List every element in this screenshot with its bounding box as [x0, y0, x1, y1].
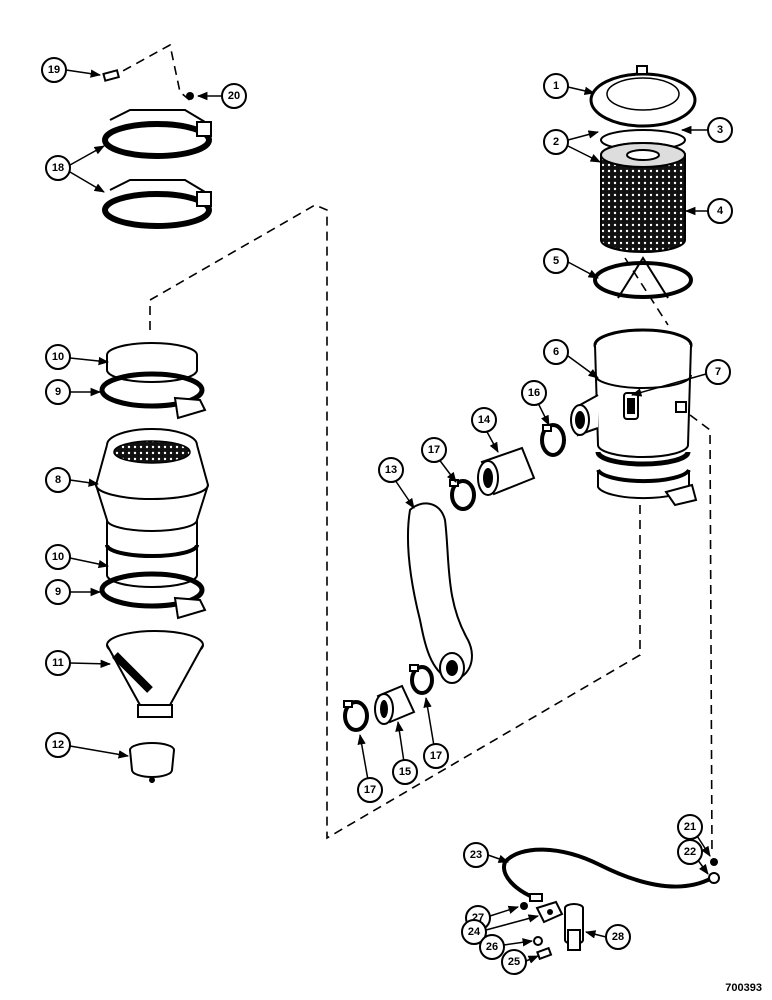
- part-5-seal-ring: [593, 256, 693, 299]
- svg-text:15: 15: [399, 766, 411, 778]
- callout-13: 13: [378, 457, 404, 483]
- svg-text:25: 25: [508, 956, 520, 968]
- svg-text:17: 17: [428, 444, 440, 456]
- part-6-air-cleaner-body: [570, 328, 698, 507]
- callout-17a: 17: [421, 437, 447, 463]
- callout-4: 4: [707, 198, 733, 224]
- callout-8: 8: [45, 467, 71, 493]
- part-11-dust-cup: [106, 630, 204, 718]
- callout-5: 5: [543, 248, 569, 274]
- svg-text:6: 6: [553, 346, 559, 358]
- part-19-screw: [102, 69, 121, 82]
- part-20-nut: [186, 92, 194, 100]
- callout-12: 12: [45, 732, 71, 758]
- callout-3: 3: [707, 117, 733, 143]
- part-22-fitting: [708, 872, 720, 884]
- svg-text:19: 19: [48, 64, 60, 76]
- svg-text:12: 12: [52, 739, 64, 751]
- callout-17b: 17: [357, 777, 383, 803]
- svg-text:24: 24: [468, 926, 481, 938]
- svg-text:5: 5: [553, 255, 559, 267]
- svg-text:13: 13: [385, 464, 397, 476]
- part-16-hose-clamp: [540, 423, 566, 457]
- part-15-hose-coupling: [374, 684, 416, 725]
- svg-text:20: 20: [228, 90, 240, 102]
- svg-text:26: 26: [486, 941, 498, 953]
- callout-14: 14: [471, 407, 497, 433]
- part-26-washer: [533, 936, 543, 946]
- svg-text:16: 16: [528, 387, 540, 399]
- svg-text:9: 9: [55, 586, 61, 598]
- svg-text:22: 22: [684, 846, 696, 858]
- callout-10a: 10: [45, 344, 71, 370]
- callout-15: 15: [392, 759, 418, 785]
- part-27-nut: [520, 902, 528, 910]
- part-9-upper-clamp: [99, 371, 207, 420]
- callout-16: 16: [521, 380, 547, 406]
- callout-22: 22: [677, 839, 703, 865]
- svg-text:17: 17: [364, 784, 376, 796]
- svg-text:23: 23: [470, 849, 482, 861]
- svg-text:9: 9: [55, 386, 61, 398]
- part-1-cover: [589, 65, 697, 128]
- callout-10b: 10: [45, 544, 71, 570]
- svg-text:21: 21: [684, 821, 696, 833]
- part-8-precleaner-body: [94, 428, 210, 588]
- drawing-number: 700393: [725, 982, 762, 994]
- part-25-bolt: [536, 946, 553, 961]
- callout-6: 6: [543, 339, 569, 365]
- callout-18: 18: [45, 155, 71, 181]
- callout-19: 19: [41, 57, 67, 83]
- callout-25: 25: [501, 949, 527, 975]
- callout-11: 11: [45, 650, 71, 676]
- svg-text:14: 14: [478, 414, 491, 426]
- svg-text:10: 10: [52, 551, 64, 563]
- svg-text:11: 11: [52, 657, 64, 669]
- part-9-lower-clamp: [99, 571, 207, 620]
- callout-26: 26: [479, 934, 505, 960]
- callout-28: 28: [605, 924, 631, 950]
- svg-text:2: 2: [553, 136, 559, 148]
- callout-17c: 17: [423, 743, 449, 769]
- callout-2: 2: [543, 129, 569, 155]
- svg-text:3: 3: [717, 124, 723, 136]
- svg-text:28: 28: [612, 931, 624, 943]
- part-17-top-clamp: [449, 479, 476, 511]
- callout-20: 20: [221, 83, 247, 109]
- leader-lines: [65, 69, 711, 964]
- svg-text:17: 17: [430, 750, 442, 762]
- part-13-elbow-hose: [407, 502, 473, 684]
- svg-text:4: 4: [717, 205, 724, 217]
- callout-23: 23: [463, 842, 489, 868]
- part-10-upper-seal-ring: [106, 342, 198, 383]
- assembly-dashed-lines: [109, 43, 713, 856]
- part-4-filter-element: [600, 142, 686, 253]
- part-17-middle-clamp: [409, 664, 434, 695]
- callout-24: 24: [461, 919, 487, 945]
- part-21-fitting: [710, 858, 718, 866]
- svg-text:7: 7: [715, 366, 721, 378]
- part-18-clamp-bands: [102, 109, 212, 229]
- part-23-indicator-tube: [502, 847, 713, 902]
- callout-9b: 9: [45, 579, 71, 605]
- svg-text:8: 8: [55, 474, 61, 486]
- part-24-bracket: [535, 900, 564, 924]
- callout-7: 7: [705, 359, 731, 385]
- callout-1: 1: [543, 73, 569, 99]
- part-17-bottom-clamp: [343, 700, 369, 732]
- callout-9a: 9: [45, 379, 71, 405]
- callout-21: 21: [677, 814, 703, 840]
- part-12-cap: [129, 742, 175, 783]
- svg-text:10: 10: [52, 351, 64, 363]
- part-28-restriction-indicator: [564, 903, 584, 951]
- svg-text:1: 1: [553, 80, 559, 92]
- svg-text:18: 18: [52, 162, 64, 174]
- part-14-hose-coupling: [477, 446, 536, 496]
